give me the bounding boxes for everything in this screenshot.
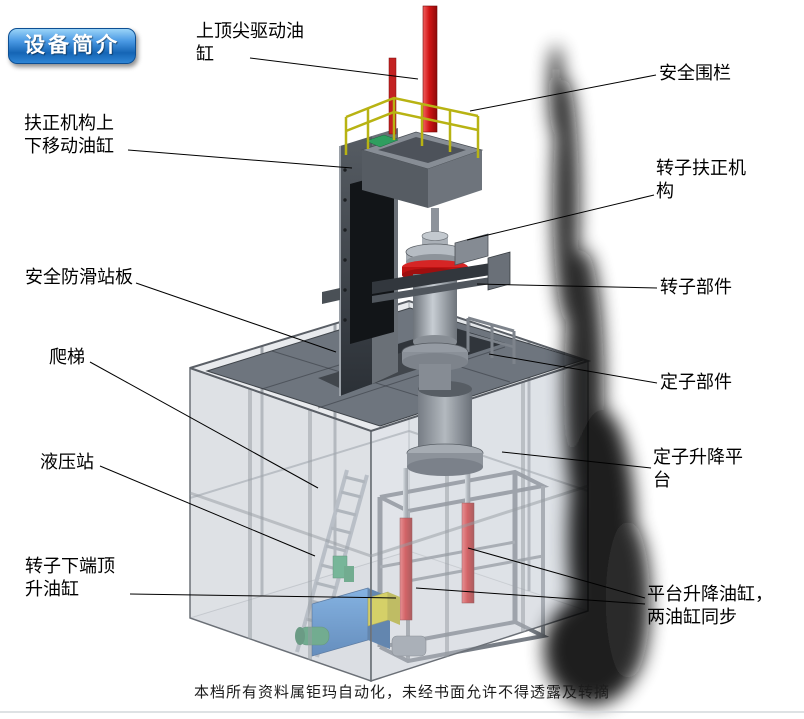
callout-ladder: 爬梯 [49,347,85,367]
callout-antislip-standing-board: 安全防滑站板 [25,267,133,287]
callout-top-drive-cylinder: 上顶尖驱动油缸 [196,21,304,65]
callout-stator-lifting-platform: 定子升降平台 [653,447,743,491]
safety-railing [344,96,480,158]
footer-watermark: 本档所有资料属钜玛自动化，未经书面允许不得透露及转摘 [193,684,610,701]
callout-platform-lifting-cylinders: 平台升降油缸，两油缸同步 [647,584,773,628]
callout-hydraulic-station: 液压站 [40,452,94,472]
head-box [360,131,484,208]
callout-safety-fence: 安全围栏 [659,63,731,83]
callout-rotor-centering-mechanism: 转子扶正机构 [656,158,746,202]
callout-rotor-component: 转子部件 [660,277,732,297]
rotor-assembly [401,208,469,390]
callout-leader-lines [89,57,658,605]
title-badge: 设备简介 [8,28,136,64]
rotor-centering-mechanism-shape [322,233,511,304]
ink-smudge [544,45,650,705]
stator-assembly [406,381,484,476]
top-drive-oil-cylinder [388,5,438,135]
callout-centering-move-cylinder: 扶正机构上下移动油缸 [24,113,114,157]
callout-rotor-bottom-jacking-cylinder: 转子下端顶升油缸 [25,556,115,600]
callout-stator-component: 定子部件 [660,372,732,392]
